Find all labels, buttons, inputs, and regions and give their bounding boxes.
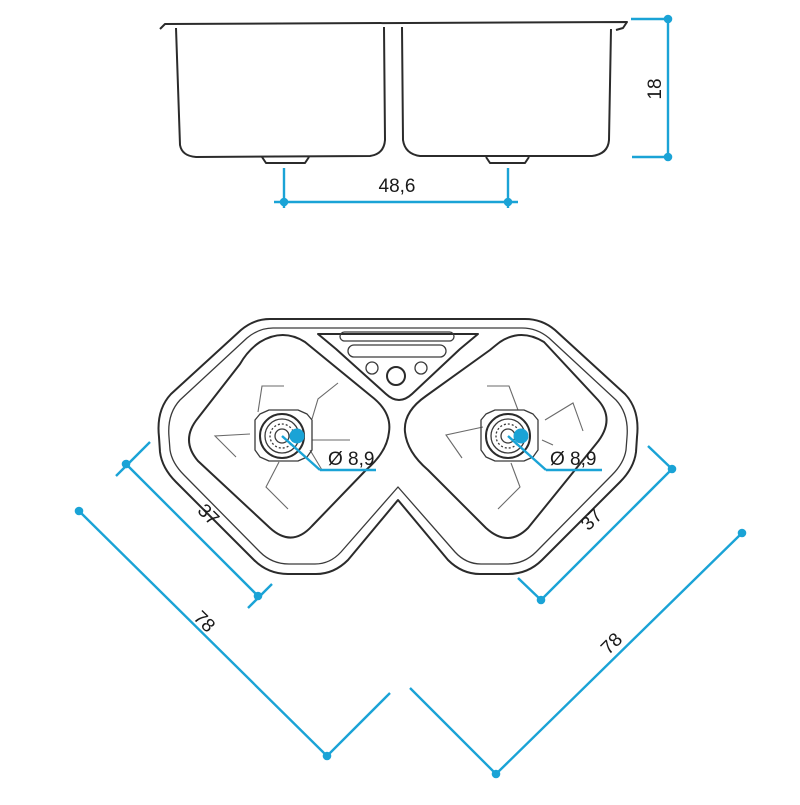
overall-left-ext xyxy=(326,692,391,757)
left-bowl-rib-top xyxy=(257,385,284,413)
height-dimension: 18 xyxy=(631,14,673,162)
drain-diameter-left-label: Ø 8,9 xyxy=(328,449,374,470)
drain-spacing-dimension: 48,6 xyxy=(274,168,518,208)
left-bowl-rib-diag xyxy=(309,449,323,471)
front-drain-left xyxy=(261,156,310,164)
right-bowl-rib-right xyxy=(544,402,584,432)
right-bowl xyxy=(403,334,608,539)
tap-hole-center xyxy=(386,366,406,386)
left-bowl-rib-right xyxy=(311,382,339,420)
height-endpoint-top xyxy=(663,14,673,24)
right-bowl-rib-side xyxy=(541,439,554,446)
drain-spacing-endpoint-right xyxy=(503,197,513,207)
height-endpoint-bottom xyxy=(663,152,673,162)
bowl-width-left-endpoint-b xyxy=(253,591,263,601)
overall-left-dimension: 78 xyxy=(74,506,391,761)
bowl-width-right-endpoint-b xyxy=(667,464,677,474)
overall-right-endpoint-a xyxy=(491,769,501,779)
overall-right-label: 78 xyxy=(597,629,627,659)
center-panel-outline xyxy=(317,333,479,401)
drain-spacing-label: 48,6 xyxy=(379,176,416,197)
overall-left-endpoint-b xyxy=(322,751,332,761)
right-bowl-rib-bottom xyxy=(497,462,521,510)
bowl-width-right-ext-a xyxy=(517,577,542,601)
bowl-width-left-line xyxy=(125,463,259,597)
front-bowl-left xyxy=(175,26,386,158)
bowl-width-left-ext-a xyxy=(115,441,151,477)
bowl-width-right-endpoint-a xyxy=(536,595,546,605)
drain-diameter-left-leader xyxy=(281,435,321,471)
front-drain-right xyxy=(485,156,530,164)
overall-left-label: 78 xyxy=(189,607,219,637)
drain-diameter-right: Ø 8,9 xyxy=(507,428,602,472)
drain-diameter-right-leader xyxy=(507,435,547,471)
right-drain-outer-ring xyxy=(485,413,531,459)
drain-diameter-right-label: Ø 8,9 xyxy=(550,449,596,470)
right-drain xyxy=(480,409,539,462)
overall-left-endpoint-a xyxy=(74,506,84,516)
inner-rim xyxy=(168,327,628,565)
drain-diameter-right-marker xyxy=(513,428,529,444)
overflow-slot xyxy=(347,344,447,358)
overall-right-dimension: 78 xyxy=(409,528,747,779)
outer-rim xyxy=(157,318,639,575)
center-accessory-panel xyxy=(317,331,479,401)
left-bowl-rib-left xyxy=(213,433,251,458)
drain-spacing-endpoint-left xyxy=(279,197,289,207)
right-bowl-rib-top xyxy=(487,385,519,411)
left-drain-inner-ring xyxy=(274,428,290,444)
left-bowl xyxy=(188,334,391,539)
left-bowl-rib-bottom xyxy=(265,461,289,510)
bowl-width-right-label: 37 xyxy=(577,505,607,535)
height-label: 18 xyxy=(645,78,666,99)
bowl-width-right-line xyxy=(540,468,673,601)
overall-right-ext xyxy=(409,687,497,775)
overall-right-endpoint-b xyxy=(737,528,747,538)
drain-diameter-left-marker xyxy=(289,428,305,444)
tap-hole-left xyxy=(365,361,379,375)
top-rim xyxy=(159,21,628,31)
front-bowl-right xyxy=(401,26,612,157)
right-bowl-rib-left xyxy=(445,426,484,459)
bowl-width-right-ext-b xyxy=(647,445,673,470)
overall-left-line xyxy=(78,510,328,757)
sink-top-view xyxy=(157,318,639,575)
bowl-width-left-endpoint-a xyxy=(121,459,131,469)
soap-slot xyxy=(339,331,455,342)
sink-front-view xyxy=(159,21,628,164)
overall-right-line xyxy=(495,532,743,775)
drain-diameter-left: Ø 8,9 xyxy=(281,428,376,472)
tap-hole-right xyxy=(414,361,428,375)
bowl-width-left-dimension: 37 xyxy=(115,441,273,609)
